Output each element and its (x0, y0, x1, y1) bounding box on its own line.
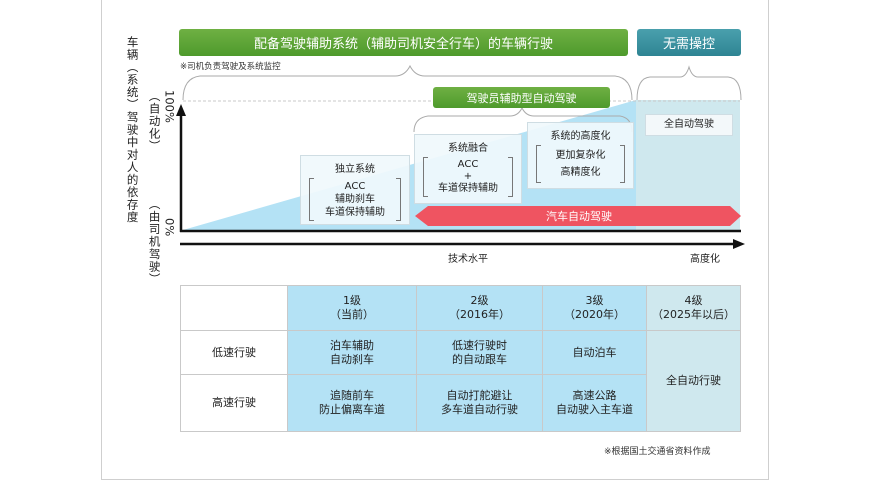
stage-box-independent: 独立系统 ACC 辅助刹车 车道保持辅助 (300, 155, 410, 225)
table-cell: 高速公路 自动驶入主车道 (542, 374, 647, 432)
y-axis-title: 车辆（系统）驾驶中对人的依存度 (125, 36, 140, 224)
full-auto-box: 全自动驾驶 (645, 114, 733, 136)
table-cell: 自动打舵避让 多车道自动行驶 (416, 374, 543, 432)
nocontrol-brace (636, 65, 742, 101)
table-cell: 追随前车 防止偏离车道 (287, 374, 417, 432)
level-header-4: 4级 （2025年以后） (646, 285, 741, 331)
no-control-banner: 无需操控 (637, 29, 741, 56)
stage-title: 系统的高度化 (550, 131, 611, 142)
table-cell: 自动泊车 (542, 330, 647, 375)
table-corner-cell (180, 285, 288, 331)
figure-frame (101, 0, 769, 480)
auto-driving-arrow-shape (415, 206, 741, 226)
row-label: 高速行驶 (180, 374, 288, 432)
stage-item: 辅助刹车 (335, 194, 375, 205)
stage-title: 独立系统 (335, 164, 375, 175)
stage-item: 车道保持辅助 (438, 183, 498, 194)
x-axis-end-label: 高度化 (690, 254, 720, 265)
level-header-3: 3级 （2020年） (542, 285, 647, 331)
table-cell: 低速行驶时 的自动跟车 (416, 330, 543, 375)
table-row: 低速行驶 泊车辅助 自动刹车 低速行驶时 的自动跟车 自动泊车 全自动行驶 (180, 330, 741, 432)
stage-item: ACC (457, 159, 479, 170)
assist-brace (182, 64, 633, 101)
driver-assist-banner: 驾驶员辅助型自动驾驶 (433, 87, 610, 108)
x-axis-title: 技术水平 (448, 254, 488, 265)
stage-item: ACC (344, 181, 366, 192)
stage-item: 车道保持辅助 (325, 207, 385, 218)
y-axis-top-value: 100% (162, 90, 177, 123)
source-note: ※根据国土交通省资料作成 (604, 447, 711, 457)
y-axis-bottom-value: 0% (162, 218, 177, 237)
level-header-2: 2级 （2016年） (416, 285, 543, 331)
auto-driving-arrow-label: 汽车自动驾驶 (546, 210, 612, 223)
stage-box-integration: 系统融合 ACC + 车道保持辅助 (414, 134, 522, 204)
table-row: 高速行驶 追随前车 防止偏离车道 自动打舵避让 多车道自动行驶 高速公路 自动驶… (180, 374, 741, 432)
stage-item: 更加复杂化 (555, 150, 606, 161)
levels-table: 1级 （当前） 2级 （2016年） 3级 （2020年） 4级 （2025年以… (180, 285, 741, 432)
assist-system-banner: 配备驾驶辅助系统（辅助司机安全行车）的车辆行驶 (179, 29, 628, 56)
assist-note: ※司机负责驾驶及系统监控 (180, 62, 281, 72)
stage-title: 系统融合 (448, 143, 488, 154)
driver-assist-brace (413, 106, 633, 133)
level-header-1: 1级 （当前） (287, 285, 417, 331)
x-axis-arrowhead (733, 239, 745, 249)
y-axis-bottom-label: （由司机驾驶） (147, 198, 162, 286)
stage-box-advanced: 系统的高度化 更加复杂化 高精度化 (527, 122, 634, 189)
table-cell: 泊车辅助 自动刹车 (287, 330, 417, 375)
table-header-row: 1级 （当前） 2级 （2016年） 3级 （2020年） 4级 （2025年以… (180, 285, 741, 331)
row-label: 低速行驶 (180, 330, 288, 375)
y-axis-top-label: （自动化） (147, 90, 162, 153)
y-axis-arrowhead (176, 104, 186, 116)
level4-cell: 全自动行驶 (646, 330, 741, 432)
stage-item: + (463, 171, 473, 182)
stage-item: 高精度化 (560, 167, 601, 178)
